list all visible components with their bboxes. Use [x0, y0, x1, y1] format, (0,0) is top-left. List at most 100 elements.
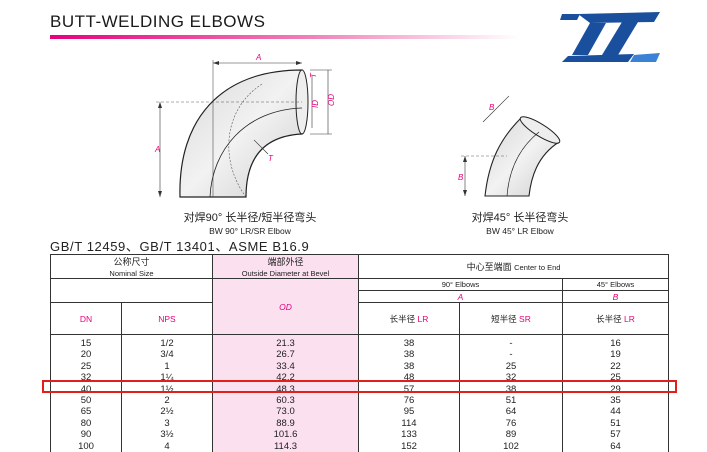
dn-cell: 90 [81, 429, 92, 440]
nominal-size-en: Nominal Size [109, 269, 153, 278]
lr90-en: LR [418, 314, 429, 324]
diagram-label-t2: T [268, 154, 274, 163]
lr45-en: LR [624, 314, 635, 324]
elbow-90-caption-cn: 对焊90° 长半径/短半径弯头 [184, 212, 317, 224]
diagram-label-a: A [255, 53, 261, 62]
diagram-label-id: ID [311, 100, 320, 108]
sr90-cell: 76 [506, 418, 517, 429]
elbow-90-caption-en: BW 90° LR/SR Elbow [160, 226, 340, 236]
od-cell: 26.7 [276, 349, 295, 360]
lr45-header: 长半径 LR [563, 303, 669, 335]
elbow-45-caption-en: BW 45° LR Elbow [455, 226, 585, 236]
lr90-cell: 38 [404, 349, 415, 360]
diagram-label-a-vertical: A [154, 145, 160, 154]
dn-cell: 50 [81, 395, 92, 406]
dn-cell: 20 [81, 349, 92, 360]
lr45-cn: 长半径 [596, 314, 622, 324]
nominal-size-header: 公称尺寸 Nominal Size [51, 255, 213, 279]
lr45-cell: 16 [610, 338, 621, 349]
lr45-cell: 64 [610, 441, 621, 452]
dn-column: 15 20 25 32 40 50 65 80 90 100 [51, 335, 122, 452]
title-underline [50, 35, 520, 39]
dn-cell: 65 [81, 406, 92, 417]
center-to-end-header: 中心至端面 Center to End [359, 255, 669, 279]
od-cell: 73.0 [276, 406, 295, 417]
od-cell: 60.3 [276, 395, 295, 406]
nps-column: 1/2 3/4 1 1¼ 1½ 2 2½ 3 3½ 4 [122, 335, 213, 452]
standards-line: GB/T 12459、GB/T 13401、ASME B16.9 [50, 236, 309, 255]
sr90-column: - - 25 32 38 51 64 76 89 102 [460, 335, 563, 452]
lr90-cell: 38 [404, 338, 415, 349]
lr90-header: 长半径 LR [359, 303, 460, 335]
center-to-end-en: Center to End [514, 263, 560, 272]
lr90-cell: 152 [401, 441, 417, 452]
lr45-cell: 22 [610, 361, 621, 372]
lr45-cell: 51 [610, 418, 621, 429]
zz-logo [560, 8, 665, 64]
diagram-label-t: T [309, 72, 318, 78]
lr45-column: 16 19 22 25 29 35 44 51 57 64 [563, 335, 669, 452]
nps-cell: 1 [164, 361, 169, 372]
elbow-90-diagram: A A OD ID T T [150, 50, 350, 208]
diagram45-label-b-left: B [458, 173, 464, 182]
nps-header: NPS [122, 303, 213, 335]
elbows-90-header: 90° Elbows [359, 279, 563, 291]
diagram-label-od: OD [327, 94, 336, 106]
lr45-cell: 35 [610, 395, 621, 406]
od-column: 21.3 26.7 33.4 42.2 48.3 60.3 73.0 88.9 … [213, 335, 359, 452]
nps-cell: 3/4 [160, 349, 173, 360]
row-highlight-box [42, 380, 677, 393]
elbows-45-header: 45° Elbows [563, 279, 669, 291]
sr90-cell: - [509, 349, 512, 360]
dn-cell: 15 [81, 338, 92, 349]
lr90-cell: 114 [401, 418, 416, 429]
dn-cell: 80 [81, 418, 92, 429]
elbow-45-caption-cn: 对焊45° 长半径弯头 [472, 212, 569, 224]
elbow-90-caption: 对焊90° 长半径/短半径弯头 BW 90° LR/SR Elbow [160, 209, 340, 236]
elbow-45-caption: 对焊45° 长半径弯头 BW 45° LR Elbow [455, 209, 585, 236]
sr-header: 短半径 SR [460, 303, 563, 335]
sr-en: SR [519, 314, 531, 324]
od-header-cn: 端部外径 [267, 257, 303, 267]
nps-cell: 4 [164, 441, 169, 452]
sr90-cell: 51 [506, 395, 517, 406]
dn-cell: 25 [81, 361, 92, 372]
dn-cell: 100 [78, 441, 94, 452]
a-label: A [359, 291, 563, 303]
od-cell: 21.3 [276, 338, 295, 349]
lr45-cell: 19 [610, 349, 621, 360]
od-cell: 33.4 [276, 361, 295, 372]
b-label: B [563, 291, 669, 303]
sr-cn: 短半径 [491, 314, 517, 324]
od-column-label: OD [213, 279, 359, 335]
dn-header: DN [51, 303, 122, 335]
nps-cell: 2½ [160, 406, 173, 417]
od-header: 端部外径 Outside Diameter at Bevel [213, 255, 359, 279]
lr45-cell: 57 [610, 429, 621, 440]
lr90-cell: 95 [404, 406, 415, 417]
od-header-en: Outside Diameter at Bevel [242, 269, 330, 278]
nps-cell: 2 [164, 395, 169, 406]
sr90-cell: 102 [503, 441, 519, 452]
sr90-cell: 64 [506, 406, 517, 417]
lr90-cell: 76 [404, 395, 415, 406]
lr90-cell: 38 [404, 361, 415, 372]
elbow-45-diagram: B B [455, 88, 585, 206]
nps-cell: 1/2 [160, 338, 173, 349]
sr90-cell: 89 [506, 429, 517, 440]
nominal-blank [51, 279, 213, 303]
sr90-cell: 25 [506, 361, 517, 372]
od-cell: 88.9 [276, 418, 295, 429]
lr90-cn: 长半径 [390, 314, 416, 324]
nps-cell: 3 [164, 418, 169, 429]
sr90-cell: - [509, 338, 512, 349]
od-cell: 101.6 [274, 429, 298, 440]
lr90-column: 38 38 38 48 57 76 95 114 133 152 [359, 335, 460, 452]
lr45-cell: 44 [610, 406, 621, 417]
diagram45-label-b-top: B [489, 103, 495, 112]
page-title: BUTT-WELDING ELBOWS [50, 12, 265, 32]
center-to-end-cn: 中心至端面 [467, 262, 512, 272]
nominal-size-cn: 公称尺寸 [113, 257, 149, 267]
lr90-cell: 133 [401, 429, 417, 440]
dimensions-table: 公称尺寸 Nominal Size 端部外径 Outside Diameter … [50, 254, 669, 452]
